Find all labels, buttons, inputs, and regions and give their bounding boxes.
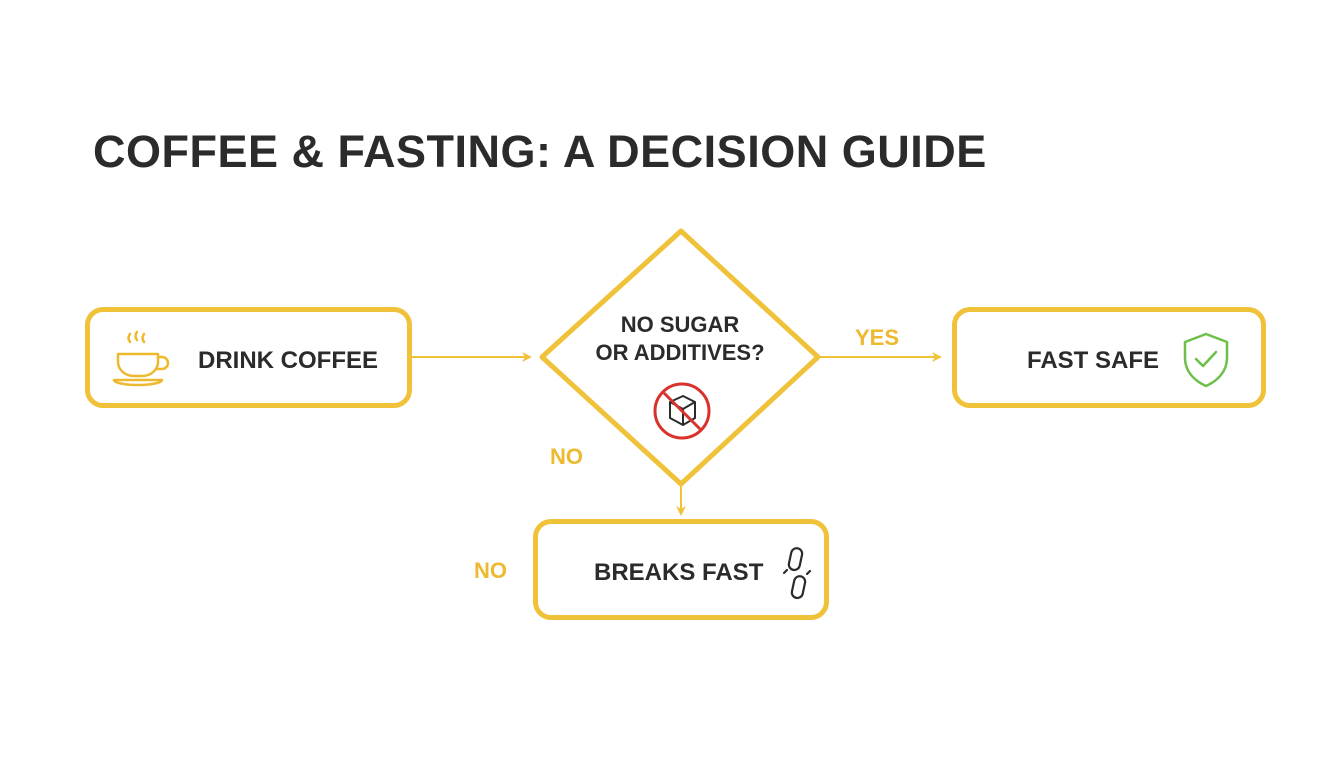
fast-safe-label: FAST SAFE (1027, 347, 1160, 374)
start-node-label: DRINK COFFEE (198, 347, 378, 374)
decision-line-1: NO SUGAR (620, 312, 740, 337)
breaks-fast-label: BREAKS FAST (594, 559, 764, 586)
broken-chain-icon (781, 546, 813, 605)
decision-question: NO SUGAR OR ADDITIVES? (560, 311, 800, 367)
coffee-cup-icon (110, 326, 174, 395)
no-sugar-cube-icon (651, 380, 713, 447)
fast-safe-node[interactable]: FAST SAFE (952, 307, 1266, 408)
edge-label-yes: YES (855, 325, 900, 350)
decision-diamond (539, 228, 821, 487)
page-title: COFFEE & FASTING: A DECISION GUIDE (93, 126, 987, 177)
edge-label-no-secondary: NO (474, 558, 507, 583)
shield-check-icon (1181, 331, 1231, 394)
decision-line-2: OR ADDITIVES? (595, 340, 765, 365)
start-node[interactable]: DRINK COFFEE (85, 307, 412, 408)
breaks-fast-node[interactable]: BREAKS FAST (533, 519, 829, 620)
edge-label-no: NO (550, 444, 583, 469)
